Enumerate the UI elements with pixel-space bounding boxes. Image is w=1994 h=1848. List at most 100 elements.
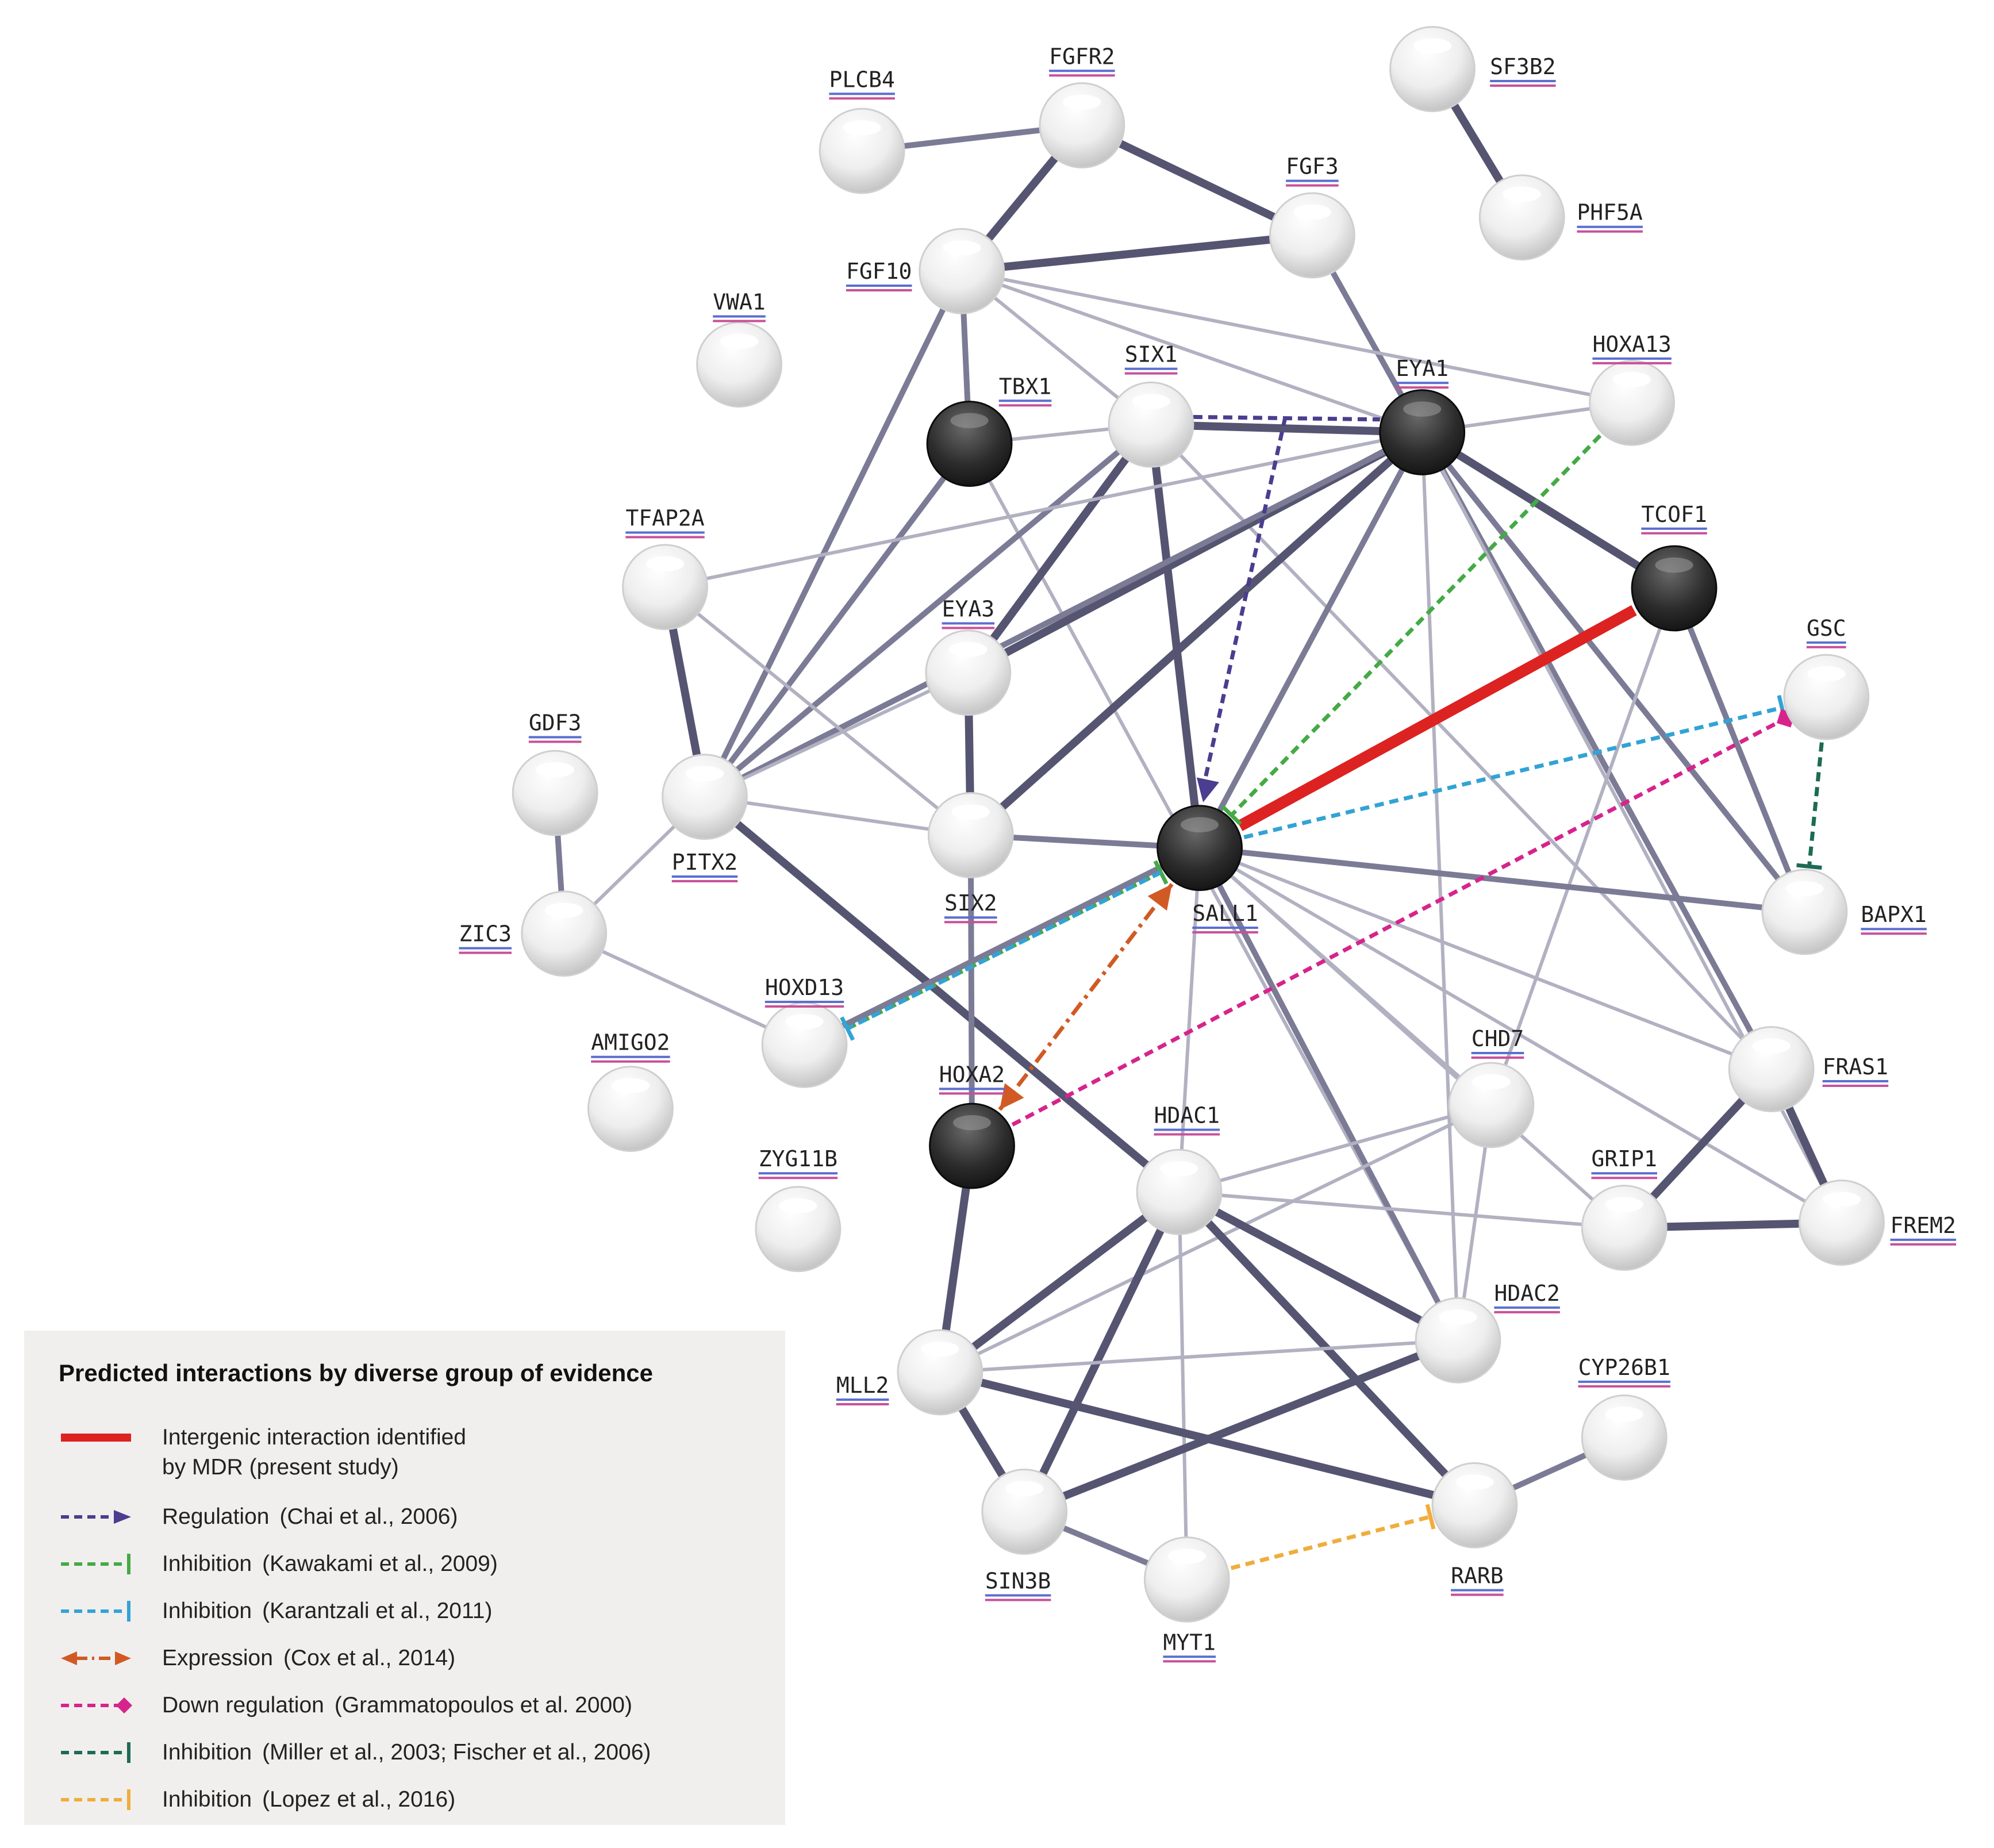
node-label: GDF3 bbox=[529, 710, 582, 735]
node-FGFR2[interactable]: FGFR2 bbox=[1039, 44, 1125, 168]
node-label: TFAP2A bbox=[625, 505, 704, 531]
edge-SIX1-PITX2 bbox=[701, 421, 1154, 800]
node-PHF5A[interactable]: PHF5A bbox=[1478, 174, 1643, 261]
node-MLL2[interactable]: MLL2 bbox=[836, 1329, 983, 1416]
node-circle bbox=[1581, 1394, 1668, 1481]
node-label: TBX1 bbox=[999, 374, 1052, 399]
interaction-mdr-TCOF1-SALL1 bbox=[1236, 605, 1637, 831]
legend-symbol-downregulation-diamond bbox=[61, 1697, 132, 1713]
node-TCOF1[interactable]: TCOF1 bbox=[1631, 502, 1718, 632]
node-circle bbox=[512, 750, 598, 836]
node-FGF3[interactable]: FGF3 bbox=[1269, 154, 1355, 279]
node-PITX2[interactable]: PITX2 bbox=[662, 754, 748, 882]
node-SALL1[interactable]: SALL1 bbox=[1157, 805, 1258, 933]
node-highlight bbox=[1613, 372, 1651, 387]
node-highlight bbox=[536, 762, 574, 778]
edge-EYA1-PITX2 bbox=[701, 429, 1426, 800]
node-SIN3B[interactable]: SIN3B bbox=[981, 1469, 1068, 1601]
node-label: GSC bbox=[1807, 616, 1846, 641]
node-label: EYA3 bbox=[942, 596, 995, 621]
edge-TFAP2A-SIX2 bbox=[663, 585, 973, 837]
node-GDF3[interactable]: GDF3 bbox=[512, 710, 598, 836]
node-circle bbox=[521, 890, 608, 977]
node-highlight bbox=[1472, 1074, 1511, 1090]
node-FRAS1[interactable]: FRAS1 bbox=[1728, 1026, 1889, 1113]
node-VWA1[interactable]: VWA1 bbox=[696, 289, 782, 408]
legend-text: Down regulation bbox=[162, 1693, 324, 1718]
node-circle bbox=[1143, 1536, 1230, 1623]
node-FREM2[interactable]: FREM2 bbox=[1799, 1180, 1957, 1266]
node-highlight bbox=[1455, 1474, 1494, 1490]
node-highlight bbox=[611, 1078, 650, 1093]
node-ZYG11B[interactable]: ZYG11B bbox=[755, 1146, 842, 1273]
edge-SALL1-FRAS1 bbox=[1198, 846, 1773, 1071]
edge-FGF10-EYA1 bbox=[960, 269, 1424, 435]
node-highlight bbox=[685, 766, 724, 782]
edge-SIX2-HOXA2 bbox=[967, 832, 975, 1149]
interaction-inhibition-MYT1-RARB bbox=[1230, 1515, 1431, 1570]
node-label: HOXD13 bbox=[765, 975, 844, 1000]
node-label: ZIC3 bbox=[459, 921, 512, 947]
edges-layer bbox=[552, 65, 1846, 1582]
node-PLCB4[interactable]: PLCB4 bbox=[819, 67, 905, 194]
node-circle bbox=[1157, 805, 1243, 892]
edge-EYA1-TCOF1 bbox=[1418, 428, 1678, 593]
node-highlight bbox=[950, 413, 989, 428]
edge-SIX1-EYA1 bbox=[1147, 420, 1427, 437]
legend-text: Inhibition bbox=[162, 1599, 252, 1623]
node-highlight bbox=[1167, 1549, 1206, 1564]
node-GSC[interactable]: GSC bbox=[1783, 616, 1870, 740]
legend-text: Inhibition bbox=[162, 1740, 252, 1765]
node-EYA1[interactable]: EYA1 bbox=[1379, 356, 1466, 475]
edge-MLL2-HDAC2 bbox=[938, 1338, 1460, 1374]
node-circle bbox=[1389, 26, 1476, 113]
node-EYA3[interactable]: EYA3 bbox=[925, 596, 1012, 716]
edge-TCOF1-CHD7 bbox=[1489, 586, 1676, 1107]
node-highlight bbox=[545, 902, 583, 919]
node-HOXD13[interactable]: HOXD13 bbox=[761, 975, 848, 1088]
node-HDAC2[interactable]: HDAC2 bbox=[1415, 1281, 1560, 1384]
node-highlight bbox=[1605, 1197, 1643, 1212]
node-HDAC1[interactable]: HDAC1 bbox=[1136, 1103, 1223, 1235]
node-AMIGO2[interactable]: AMIGO2 bbox=[587, 1030, 674, 1152]
edge-FGF10-PITX2 bbox=[701, 268, 965, 800]
node-BAPX1[interactable]: BAPX1 bbox=[1761, 869, 1927, 955]
node-HOXA13[interactable]: HOXA13 bbox=[1589, 332, 1676, 446]
node-highlight bbox=[952, 1115, 992, 1131]
edge-EYA1-SALL1 bbox=[1197, 429, 1426, 851]
node-highlight bbox=[1503, 186, 1541, 202]
node-CYP26B1[interactable]: CYP26B1 bbox=[1578, 1355, 1670, 1481]
legend-symbol-regulation-arrow bbox=[61, 1510, 131, 1524]
node-TFAP2A[interactable]: TFAP2A bbox=[622, 505, 708, 631]
node-highlight bbox=[720, 333, 759, 349]
node-MYT1[interactable]: MYT1 bbox=[1143, 1536, 1230, 1663]
node-HOXA2[interactable]: HOXA2 bbox=[929, 1062, 1015, 1189]
node-SF3B2[interactable]: SF3B2 bbox=[1389, 26, 1556, 113]
node-SIX2[interactable]: SIX2 bbox=[927, 792, 1014, 924]
node-circle bbox=[926, 401, 1013, 487]
node-CHD7[interactable]: CHD7 bbox=[1448, 1026, 1535, 1148]
node-FGF10[interactable]: FGF10 bbox=[846, 228, 1005, 314]
edge-SALL1-HOXD13 bbox=[801, 845, 1203, 1048]
edge-SALL1-HDAC2 bbox=[1197, 845, 1461, 1343]
node-label: EYA1 bbox=[1396, 356, 1449, 381]
node-GRIP1[interactable]: GRIP1 bbox=[1581, 1146, 1668, 1271]
node-highlight bbox=[943, 240, 981, 256]
legend-symbol-inhibition-green bbox=[61, 1554, 130, 1574]
node-TBX1[interactable]: TBX1 bbox=[926, 374, 1052, 487]
node-circle bbox=[1379, 389, 1466, 475]
node-SIX1[interactable]: SIX1 bbox=[1108, 342, 1194, 468]
edge-SALL1-BAPX1 bbox=[1197, 845, 1808, 915]
node-RARB[interactable]: RARB bbox=[1431, 1462, 1518, 1596]
node-highlight bbox=[1293, 204, 1331, 220]
node-label: PLCB4 bbox=[829, 67, 894, 92]
node-highlight bbox=[779, 1198, 817, 1214]
legend-ref: (Cox et al., 2014) bbox=[283, 1646, 456, 1670]
edge-SIX1-EYA3 bbox=[964, 420, 1155, 677]
node-circle bbox=[662, 754, 748, 840]
interaction-expression-HOXA2-SALL1 bbox=[998, 883, 1174, 1111]
legend-ref: (Miller et al., 2003; Fischer et al., 20… bbox=[262, 1740, 651, 1765]
node-highlight bbox=[1807, 666, 1846, 682]
node-ZIC3[interactable]: ZIC3 bbox=[459, 890, 608, 977]
